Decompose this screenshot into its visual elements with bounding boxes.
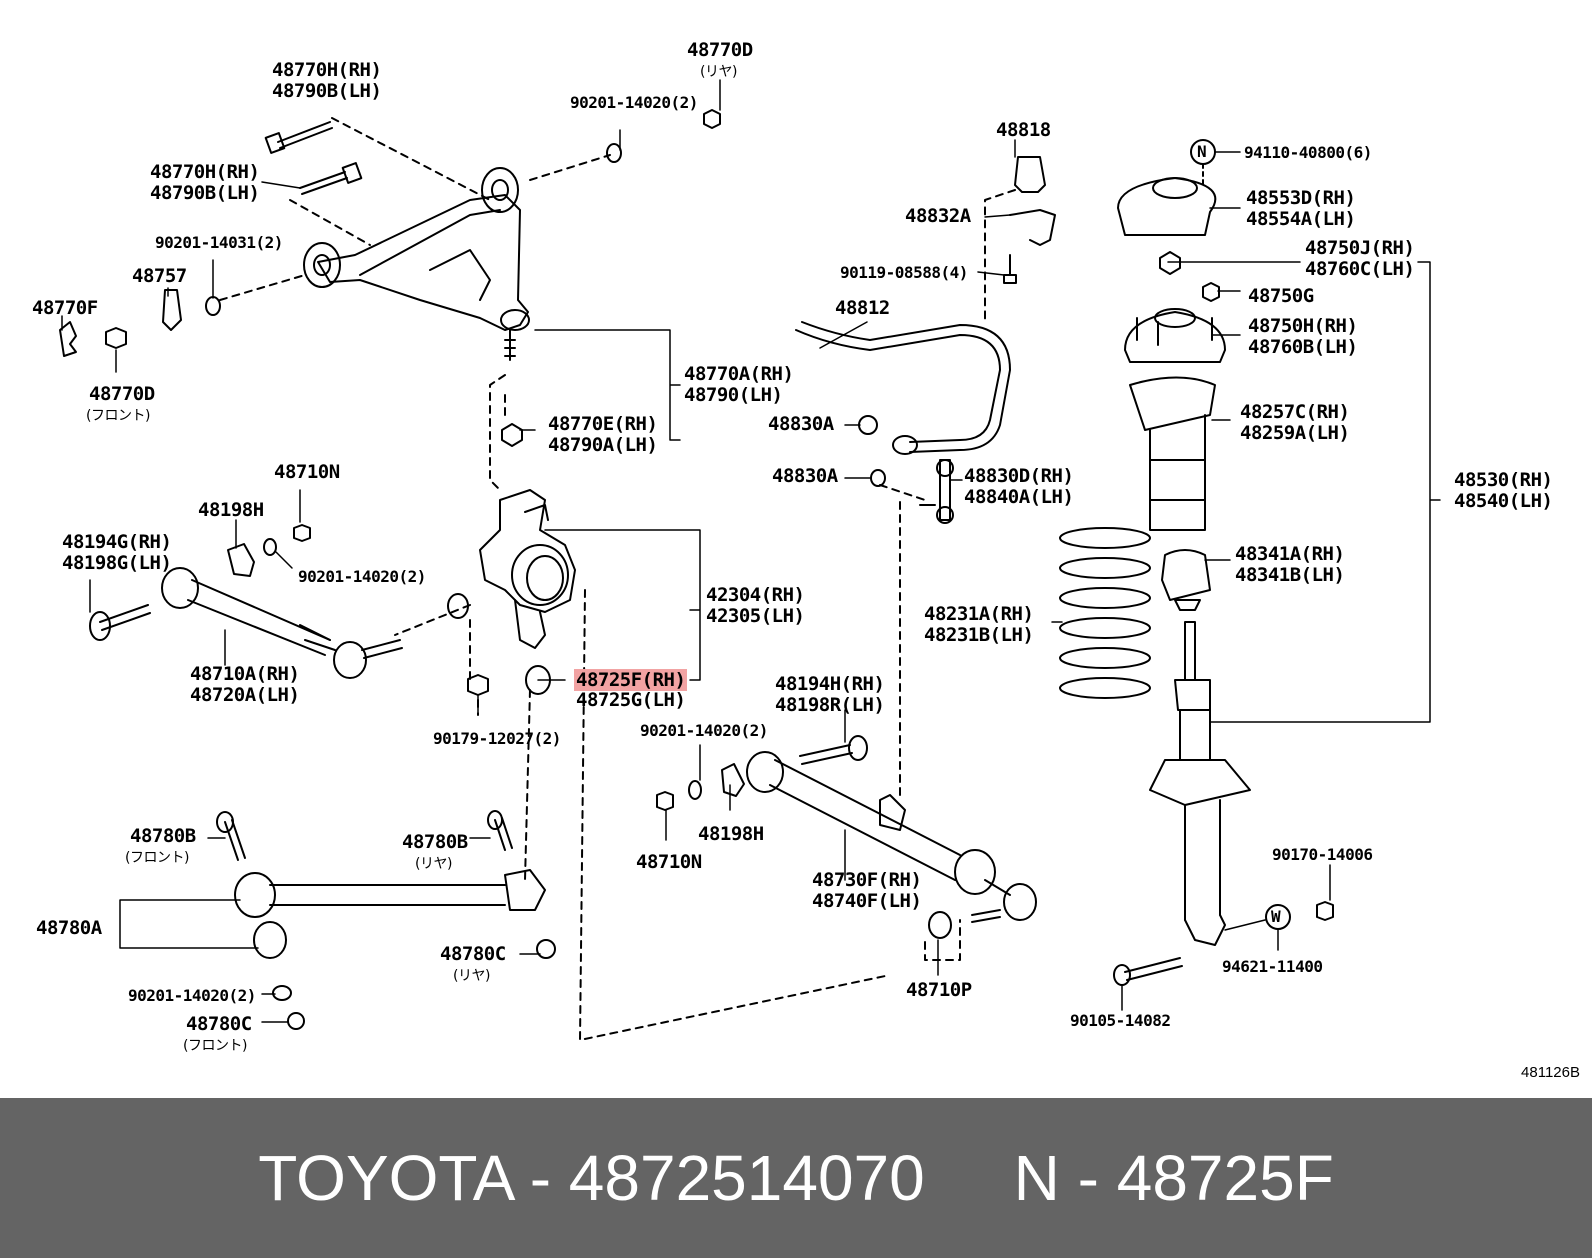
part-label-upper-bolt-rear: 48770H(RH) 48790B(LH) bbox=[272, 59, 382, 102]
part-label-48757: 48757 bbox=[132, 265, 187, 287]
part-label-48750J: 48750J(RH) 48760C(LH) bbox=[1305, 237, 1415, 280]
part-label-90201-14020-c: 90201-14020(2) bbox=[640, 721, 768, 740]
part-label-48194H: 48194H(RH) 48198R(LH) bbox=[775, 673, 885, 716]
part-note-front: (フロント) bbox=[86, 408, 150, 424]
part-label-48770E: 48770E(RH) 48790A(LH) bbox=[548, 413, 658, 456]
part-label-48780C-front: 48780C bbox=[186, 1013, 252, 1035]
part-label-shock-absorber: 48530(RH) 48540(LH) bbox=[1454, 469, 1553, 512]
part-label-90105-14082: 90105-14082 bbox=[1070, 1011, 1171, 1030]
upper-arm-bolts bbox=[59, 109, 721, 447]
part-label-48780C-rear: 48780C bbox=[440, 943, 506, 965]
diagram-drawing bbox=[59, 79, 1441, 1041]
part-label-48830D: 48830D(RH) 48840A(LH) bbox=[964, 465, 1074, 508]
lower-link-48710A bbox=[89, 524, 403, 679]
part-note-rear: (リヤ) bbox=[700, 64, 737, 80]
upper-control-arm bbox=[303, 167, 530, 361]
part-label-48830A-a: 48830A bbox=[768, 413, 834, 435]
part-label-48832A: 48832A bbox=[905, 205, 971, 227]
part-label-48710N-b: 48710N bbox=[636, 851, 702, 873]
part-label-48710N-a: 48710N bbox=[274, 461, 340, 483]
stabilizer-bar bbox=[795, 156, 1056, 524]
footer-bar: TOYOTA - 4872514070 N - 48725F bbox=[0, 1098, 1592, 1258]
part-label-48553D: 48553D(RH) 48554A(LH) bbox=[1246, 187, 1356, 230]
leader-lines bbox=[61, 79, 1441, 1023]
part-label-knuckle: 42304(RH) 42305(LH) bbox=[706, 584, 805, 627]
part-label-48812: 48812 bbox=[835, 297, 890, 319]
lower-arm-48730F bbox=[656, 735, 1037, 939]
highlighted-part-number: 48725F(RH) bbox=[574, 669, 688, 691]
part-label-90201-14020-a: 90201-14020(2) bbox=[570, 93, 698, 112]
part-label-coil-spring: 48231A(RH) 48231B(LH) bbox=[924, 603, 1034, 646]
part-label-94621-11400: 94621-11400 bbox=[1222, 957, 1323, 976]
part-note-front-b: (フロント) bbox=[125, 850, 189, 866]
coil-spring bbox=[1059, 527, 1151, 699]
part-label-48770D-front: 48770D bbox=[89, 383, 155, 405]
part-label-90179-12027: 90179-12027(2) bbox=[433, 729, 561, 748]
part-note-rear-c: (リヤ) bbox=[453, 968, 490, 984]
part-label-48194G: 48194G(RH) 48198G(LH) bbox=[62, 531, 172, 574]
circle-marker-w: W bbox=[1271, 907, 1281, 926]
lower-dashed-lines bbox=[899, 499, 961, 961]
part-label-48780B-rear: 48780B bbox=[402, 831, 468, 853]
stabilizer-dashed-lines bbox=[879, 189, 1016, 501]
part-label-90119-08588: 90119-08588(4) bbox=[840, 263, 968, 282]
part-label-48257C: 48257C(RH) 48259A(LH) bbox=[1240, 401, 1350, 444]
footer-part-info: TOYOTA - 4872514070 N - 48725F bbox=[258, 1142, 1334, 1214]
part-label-48770D-rear: 48770D bbox=[687, 39, 753, 61]
part-label-upper-bolt-front: 48770H(RH) 48790B(LH) bbox=[150, 161, 260, 204]
lower-arm-48780A bbox=[216, 810, 556, 1030]
part-label-48830A-b: 48830A bbox=[772, 465, 838, 487]
upper-dashed-lines bbox=[219, 117, 611, 491]
part-label-90201-14020-b: 90201-14020(2) bbox=[298, 567, 426, 586]
part-label-48710A: 48710A(RH) 48720A(LH) bbox=[190, 663, 300, 706]
part-label-48770F: 48770F bbox=[32, 297, 98, 319]
part-note-front-c: (フロント) bbox=[183, 1038, 247, 1054]
part-label-48780B-front: 48780B bbox=[130, 825, 196, 847]
part-label-48198H-a: 48198H bbox=[198, 499, 264, 521]
part-label-upper-arm: 48770A(RH) 48790(LH) bbox=[684, 363, 794, 406]
diagram-code: 481126B bbox=[1521, 1064, 1580, 1081]
part-label-48750G: 48750G bbox=[1248, 285, 1314, 307]
part-note-rear-b: (リヤ) bbox=[415, 856, 452, 872]
part-label-48725F: 48725F(RH) bbox=[574, 669, 688, 691]
part-label-90201-14031: 90201-14031(2) bbox=[155, 233, 283, 252]
part-label-48730F: 48730F(RH) 48740F(LH) bbox=[812, 869, 922, 912]
part-label-48710P: 48710P bbox=[906, 979, 972, 1001]
part-label-48341A: 48341A(RH) 48341B(LH) bbox=[1235, 543, 1345, 586]
knuckle bbox=[447, 489, 576, 696]
part-label-90201-14020-d: 90201-14020(2) bbox=[128, 986, 256, 1005]
part-label-90170-14006: 90170-14006 bbox=[1272, 845, 1373, 864]
part-label-94110-40800: 94110-40800(6) bbox=[1244, 143, 1372, 162]
part-label-48725G: 48725G(LH) bbox=[576, 689, 686, 711]
parts-diagram: 48770H(RH) 48790B(LH) 48770D (リヤ) 90201-… bbox=[32, 39, 1580, 1082]
part-label-48198H-b: 48198H bbox=[698, 823, 764, 845]
part-label-48818: 48818 bbox=[996, 119, 1051, 141]
part-label-48780A: 48780A bbox=[36, 917, 102, 939]
part-label-48750H: 48750H(RH) 48760B(LH) bbox=[1248, 315, 1358, 358]
circle-marker-n: N bbox=[1197, 142, 1207, 161]
